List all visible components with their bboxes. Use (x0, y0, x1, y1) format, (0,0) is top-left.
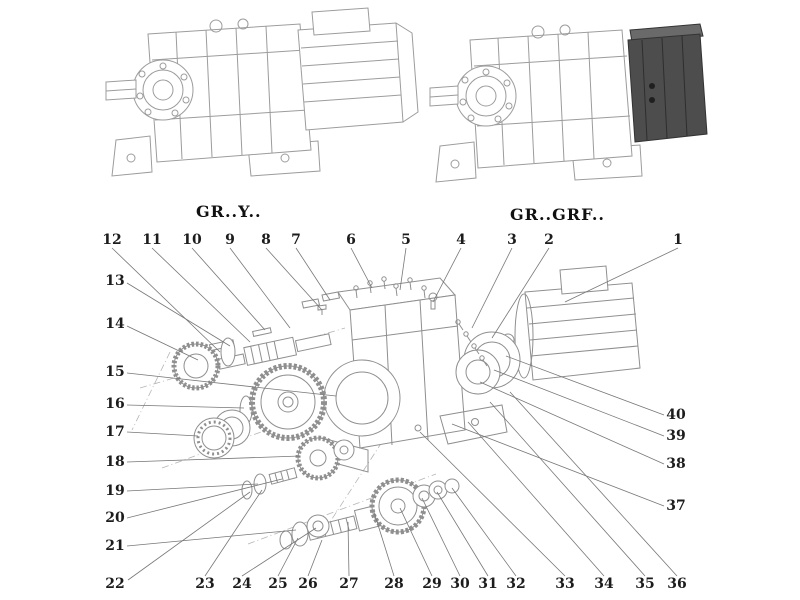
callout-12: 12 (102, 232, 122, 248)
callout-18: 18 (105, 454, 125, 470)
callout-4: 4 (456, 232, 466, 248)
callout-2: 2 (544, 232, 554, 248)
callout-23: 23 (195, 576, 215, 592)
callout-39: 39 (666, 428, 686, 444)
callout-22: 22 (105, 576, 125, 592)
callout-31: 31 (478, 576, 498, 592)
exploded-assembly (171, 265, 641, 550)
callout-25: 25 (268, 576, 288, 592)
callout-38: 38 (666, 456, 686, 472)
callout-27: 27 (339, 576, 359, 592)
callout-20: 20 (105, 510, 125, 526)
callout-34: 34 (594, 576, 614, 592)
callout-3: 3 (507, 232, 517, 248)
gearbox-housing (301, 276, 508, 473)
callout-17: 17 (105, 424, 125, 440)
callout-19: 19 (105, 483, 125, 499)
callout-21: 21 (105, 538, 125, 554)
callout-14: 14 (105, 316, 125, 332)
callout-5: 5 (401, 232, 411, 248)
callout-40: 40 (666, 407, 686, 423)
output-shaft-assembly (279, 477, 460, 550)
assembled-gearmotor-gr-grf (429, 23, 708, 183)
leader-lines (111, 247, 679, 581)
seal-and-cover (171, 337, 236, 391)
large-gear (239, 363, 327, 441)
callout-1: 1 (673, 232, 683, 248)
callout-26: 26 (298, 576, 318, 592)
callout-11: 11 (142, 232, 162, 248)
callout-37: 37 (666, 498, 686, 514)
callout-33: 33 (555, 576, 575, 592)
bearings (193, 409, 251, 459)
callout-29: 29 (422, 576, 442, 592)
callout-9: 9 (225, 232, 235, 248)
motor (499, 265, 641, 381)
variant-label-gr-y: GR..Y.. (196, 202, 262, 221)
callout-8: 8 (261, 232, 271, 248)
adapter-flange (455, 319, 521, 395)
callout-36: 36 (667, 576, 687, 592)
callout-7: 7 (291, 232, 301, 248)
callout-15: 15 (105, 364, 125, 380)
mid-gear-set (241, 435, 355, 500)
assembled-gearmotor-gr-y (105, 7, 419, 177)
callout-16: 16 (105, 396, 125, 412)
callout-28: 28 (384, 576, 404, 592)
callout-35: 35 (635, 576, 655, 592)
callout-32: 32 (506, 576, 526, 592)
callout-13: 13 (105, 273, 125, 289)
callout-6: 6 (346, 232, 356, 248)
callout-24: 24 (232, 576, 252, 592)
variant-label-gr-grf: GR..GRF.. (510, 205, 605, 224)
callout-10: 10 (182, 232, 202, 248)
callout-30: 30 (450, 576, 470, 592)
